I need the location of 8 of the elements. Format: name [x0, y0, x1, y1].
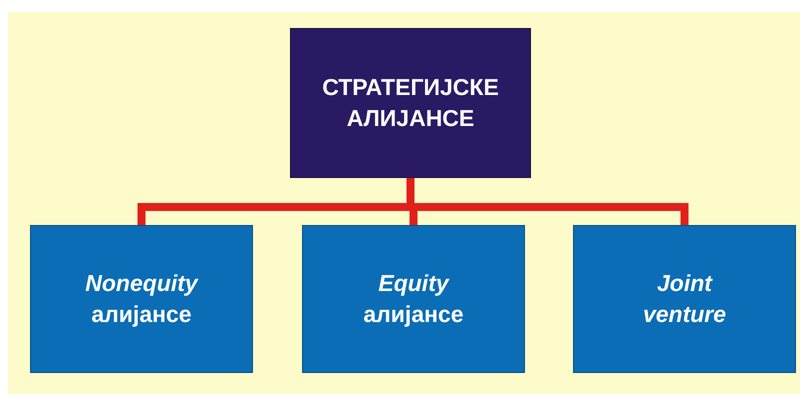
category-box	[30, 225, 253, 373]
box-label: Nonequity алијансе	[84, 268, 200, 329]
box-label: Joint venture	[642, 268, 728, 329]
category-box	[573, 225, 796, 373]
category-box	[302, 225, 525, 373]
root-box	[290, 28, 531, 178]
box-label: СТРАТЕГИЈСКЕ АЛИЈАНСЕ	[321, 72, 500, 133]
box-label: Equity алијансе	[362, 268, 465, 329]
